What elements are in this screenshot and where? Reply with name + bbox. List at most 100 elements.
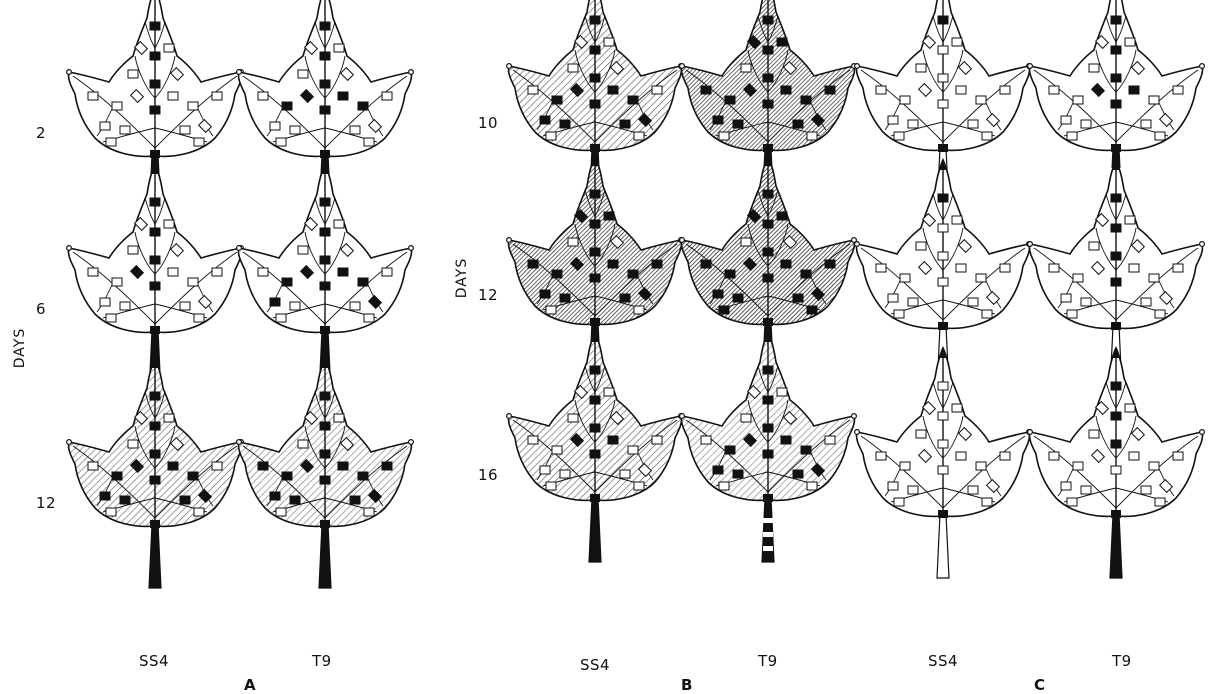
infected-site <box>358 472 368 480</box>
panel-a-day-label-2: 6 <box>36 300 46 318</box>
inoculation-site <box>976 462 986 470</box>
inoculation-site <box>1000 86 1010 94</box>
petiole-junction <box>320 520 330 528</box>
infected-site <box>733 120 743 128</box>
infected-site <box>825 86 835 94</box>
infected-site <box>180 496 190 504</box>
petiole-junction <box>763 494 773 502</box>
inoculation-site <box>894 498 904 506</box>
inoculation-site <box>1049 452 1059 460</box>
inoculation-site <box>1129 452 1139 460</box>
lobe-tip-left <box>507 414 512 419</box>
inoculation-site <box>1149 274 1159 282</box>
inoculation-site <box>976 274 986 282</box>
infected-site <box>150 422 160 430</box>
inoculation-site <box>1049 264 1059 272</box>
petiole-junction <box>763 144 773 152</box>
infected-site <box>382 462 392 470</box>
infected-site <box>338 462 348 470</box>
inoculation-site <box>888 116 898 124</box>
lobe-tip-left <box>855 430 860 435</box>
inoculation-site <box>1173 264 1183 272</box>
petiole-junction <box>150 520 160 528</box>
leaf-panel-b-row-3-ss4 <box>507 330 684 562</box>
panel-b-col-t9: T9 <box>758 652 778 670</box>
infected-site <box>150 22 160 30</box>
inoculation-site <box>916 64 926 72</box>
infected-site <box>1111 278 1121 286</box>
inoculation-site <box>634 482 644 490</box>
leaf-panel-b-row-3-t9 <box>680 330 857 562</box>
inoculation-site <box>364 138 374 146</box>
infected-site <box>100 492 110 500</box>
infected-site <box>781 436 791 444</box>
panel-a-letter: A <box>244 676 256 694</box>
inoculation-site <box>1149 96 1159 104</box>
infected-site <box>112 472 122 480</box>
petiole <box>1110 514 1122 578</box>
infected-site <box>777 212 787 220</box>
infected-site <box>258 462 268 470</box>
petiole-junction <box>590 144 600 152</box>
inoculation-site <box>88 92 98 100</box>
inoculation-site <box>701 436 711 444</box>
infected-site <box>590 220 600 228</box>
inoculation-site <box>194 314 204 322</box>
inoculation-site <box>120 302 130 310</box>
infected-site <box>801 270 811 278</box>
inoculation-site <box>956 86 966 94</box>
inoculation-site <box>568 64 578 72</box>
inoculation-site <box>1155 132 1165 140</box>
inoculation-site <box>258 92 268 100</box>
inoculation-site <box>938 382 948 390</box>
infected-site <box>540 116 550 124</box>
infected-site <box>938 16 948 24</box>
inoculation-site <box>938 412 948 420</box>
inoculation-site <box>1067 310 1077 318</box>
inoculation-site <box>741 414 751 422</box>
inoculation-site <box>938 466 948 474</box>
petiole-junction <box>938 322 948 330</box>
lobe-tip-left <box>237 246 242 251</box>
infected-site <box>540 290 550 298</box>
inoculation-site <box>908 486 918 494</box>
infected-site <box>590 424 600 432</box>
panel-c-col-ss4: SS4 <box>928 652 958 670</box>
inoculation-site <box>298 246 308 254</box>
infected-site <box>150 80 160 88</box>
inoculation-site <box>900 462 910 470</box>
inoculation-site <box>604 38 614 46</box>
inoculation-site <box>100 122 110 130</box>
petiole-band <box>763 532 773 537</box>
petiole <box>149 524 161 588</box>
lobe-tip-left <box>680 64 685 69</box>
infected-site <box>528 260 538 268</box>
inoculation-site <box>552 446 562 454</box>
panel-b-day-label-1: 10 <box>478 114 498 132</box>
inoculation-site <box>1081 298 1091 306</box>
infected-site <box>701 260 711 268</box>
inoculation-site <box>88 462 98 470</box>
leaves-layer <box>67 0 1205 588</box>
infected-site <box>938 194 948 202</box>
inoculation-site <box>164 414 174 422</box>
lobe-tip-left <box>680 238 685 243</box>
infected-site <box>590 274 600 282</box>
infected-site <box>320 80 330 88</box>
lobe-tip-left <box>507 238 512 243</box>
petiole-junction <box>150 150 160 158</box>
lobe-tip-right <box>1200 242 1205 247</box>
inoculation-site <box>982 498 992 506</box>
inoculation-site <box>604 388 614 396</box>
inoculation-site <box>1125 404 1135 412</box>
infected-site <box>825 260 835 268</box>
infected-site <box>350 496 360 504</box>
inoculation-site <box>276 314 286 322</box>
inoculation-site <box>194 508 204 516</box>
lobe-tip-left <box>1028 242 1033 247</box>
inoculation-site <box>894 132 904 140</box>
inoculation-site <box>1141 298 1151 306</box>
inoculation-site <box>916 242 926 250</box>
inoculation-site <box>188 102 198 110</box>
infected-site <box>763 248 773 256</box>
